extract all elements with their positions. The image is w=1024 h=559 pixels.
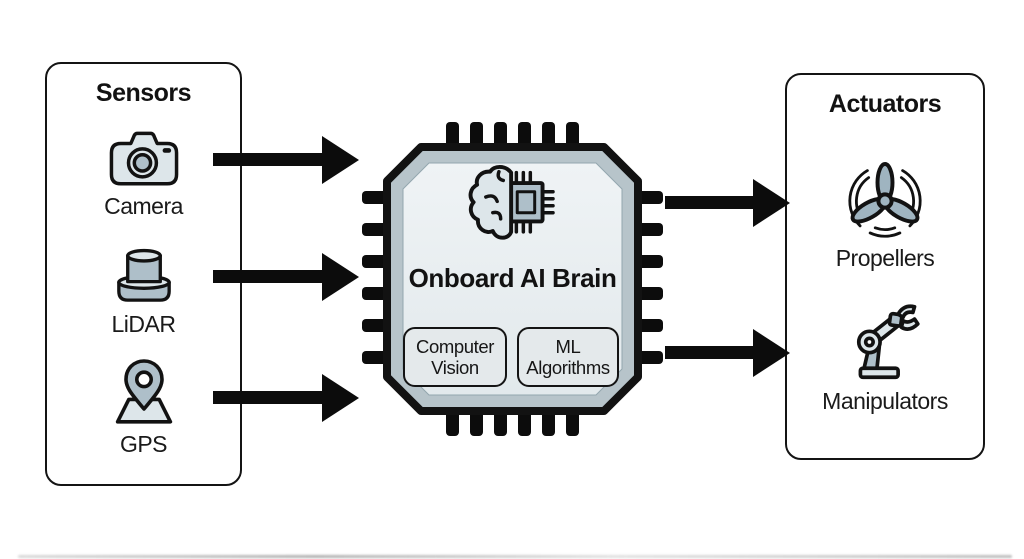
sensors-box: Sensors Camera LiDAR GPS [45, 62, 242, 486]
sensors-title: Sensors [95, 79, 192, 107]
gps-label: GPS [119, 431, 168, 457]
propellers-label: Propellers [835, 245, 935, 271]
robot-arm-icon [856, 304, 920, 380]
lidar-label: LiDAR [111, 311, 176, 337]
arrow-gps-to-chip-head [322, 374, 359, 422]
camera-icon [109, 131, 178, 186]
lidar-icon [116, 248, 171, 302]
module-ml-algorithms: ML Algorithms [517, 327, 619, 387]
actuators-box: Actuators Propellers Manipulators [785, 73, 985, 460]
arrow-chip-to-propellers-head [753, 179, 790, 227]
camera-label: Camera [104, 193, 183, 219]
arrow-lidar-to-chip [213, 270, 323, 283]
bottom-edge-artifact [18, 555, 1012, 558]
brain-chip-icon [468, 164, 555, 240]
module-computer-vision: Computer Vision [403, 327, 507, 387]
propeller-icon [848, 162, 922, 238]
arrow-chip-to-propellers [665, 196, 754, 209]
chip-title: Onboard AI Brain [408, 263, 617, 293]
gps-icon [115, 359, 172, 424]
arrow-chip-to-manipulators-head [753, 329, 790, 377]
arrow-gps-to-chip [213, 391, 323, 404]
arrow-camera-to-chip [213, 153, 323, 166]
arrow-camera-to-chip-head [322, 136, 359, 184]
manipulators-label: Manipulators [822, 388, 948, 414]
actuators-title: Actuators [828, 90, 942, 118]
arrow-lidar-to-chip-head [322, 253, 359, 301]
arrow-chip-to-manipulators [665, 346, 754, 359]
